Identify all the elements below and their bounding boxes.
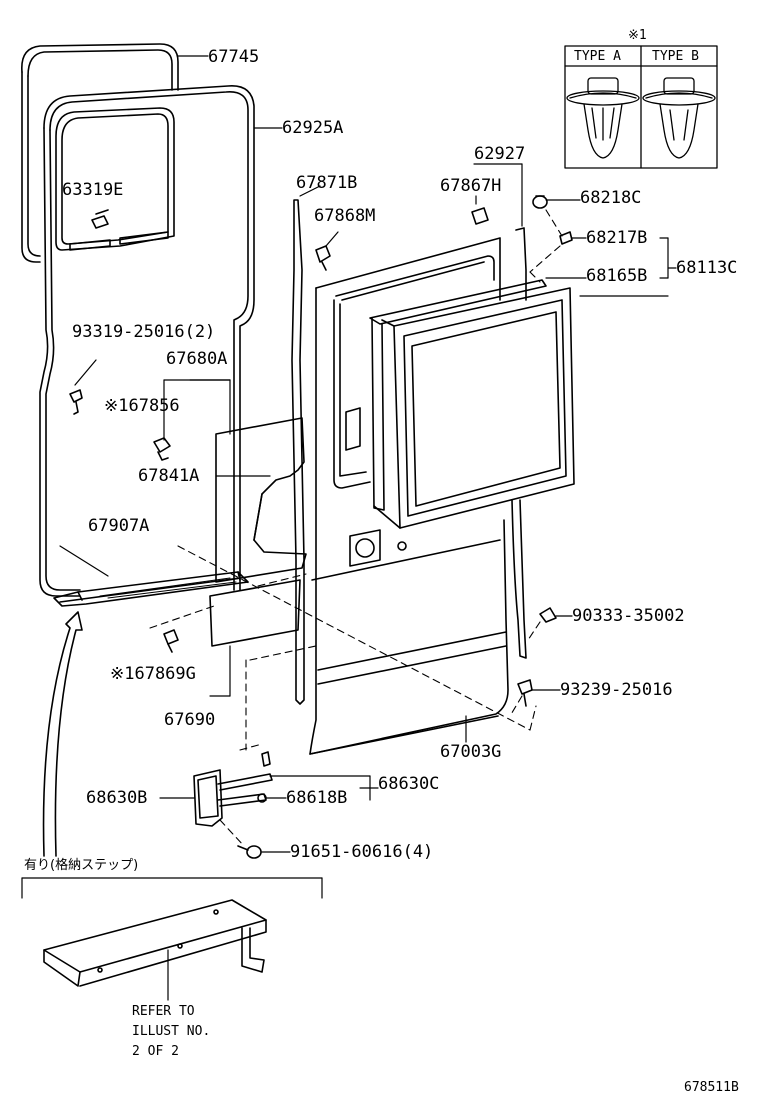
clip-68218C-icon <box>532 195 548 209</box>
step-refer-note: REFER TO ILLUST NO. 2 OF 2 <box>132 1004 211 1059</box>
part-label-68618B: 68618B <box>286 788 348 808</box>
trim-panel-67690-shape <box>209 579 301 647</box>
part-label-68218C: 68218C <box>580 188 642 208</box>
screw-93319-icon <box>69 359 97 415</box>
clip-67868M-icon <box>315 231 339 271</box>
door-panel-67003G-shape <box>309 237 509 755</box>
part-label-67690: 67690 <box>164 710 216 730</box>
clip-type-b-icon <box>642 77 716 159</box>
part-label-68630B: 68630B <box>86 788 148 808</box>
window-glass-68113C-shape <box>373 287 575 529</box>
legend-type-a: TYPE A <box>574 49 621 64</box>
window-glass-68165B-shape <box>369 279 547 511</box>
legend-marker: ※1 <box>628 28 647 43</box>
part-label-68217B: 68217B <box>586 228 648 248</box>
part-label-67868M: 67868M <box>314 206 376 226</box>
part-label-93239-25016: 93239-25016 <box>560 680 673 700</box>
clip-63319E-icon <box>91 209 109 229</box>
part-label-67907A: 67907A <box>88 516 150 536</box>
step-section-heading: 有り(格納ステップ) <box>24 858 139 873</box>
part-label-91651-60616: 91651-60616(4) <box>290 842 434 862</box>
part-label-68630C: 68630C <box>378 774 440 794</box>
part-label-93319-25016: 93319-25016(2) <box>72 322 216 342</box>
diagram-id: 678511B <box>684 1080 739 1095</box>
part-label-67867H: 67867H <box>440 176 502 196</box>
part-label-67003G: 67003G <box>440 742 502 762</box>
part-label-68165B: 68165B <box>586 266 648 286</box>
clip-68217B-icon <box>559 231 573 245</box>
trim-panel-67841A-shape <box>215 417 307 583</box>
part-label-67869G: ※167869G <box>110 664 196 684</box>
part-label-90333-35002: 90333-35002 <box>572 606 685 626</box>
hinge-68630B-shape <box>193 751 273 827</box>
weatherstrip-67745-shape <box>21 43 179 263</box>
plug-90333-icon <box>539 607 557 623</box>
part-label-62927: 62927 <box>474 144 526 164</box>
part-label-67856: ※167856 <box>104 396 180 416</box>
weatherstrip-62925A-shape <box>39 85 255 597</box>
part-label-67871B: 67871B <box>296 173 358 193</box>
part-label-68113C: 68113C <box>676 258 738 278</box>
part-label-67745: 67745 <box>208 47 260 67</box>
part-label-63319E: 63319E <box>62 180 124 200</box>
part-label-67680A: 67680A <box>166 349 228 369</box>
clip-67856-icon <box>153 437 171 461</box>
scuff-plate-67907A-shape <box>53 571 249 607</box>
screw-93239-icon <box>517 679 533 707</box>
step-bracket-shape <box>21 877 323 1001</box>
bolt-91651-icon <box>237 845 262 859</box>
dashed-guide-lines <box>149 209 563 847</box>
part-label-67841A: 67841A <box>138 466 200 486</box>
clip-type-a-icon <box>566 77 640 159</box>
part-label-62925A: 62925A <box>282 118 344 138</box>
seal-67871B-shape <box>291 199 305 705</box>
clip-67869G-icon <box>163 629 179 653</box>
leader-lines <box>59 55 677 853</box>
clip-67867H-icon <box>471 207 489 225</box>
step-arrow-shape <box>42 611 83 857</box>
clip-type-legend-box <box>564 45 718 169</box>
legend-type-b: TYPE B <box>652 49 699 64</box>
run-channel-62927-shape <box>511 227 527 659</box>
